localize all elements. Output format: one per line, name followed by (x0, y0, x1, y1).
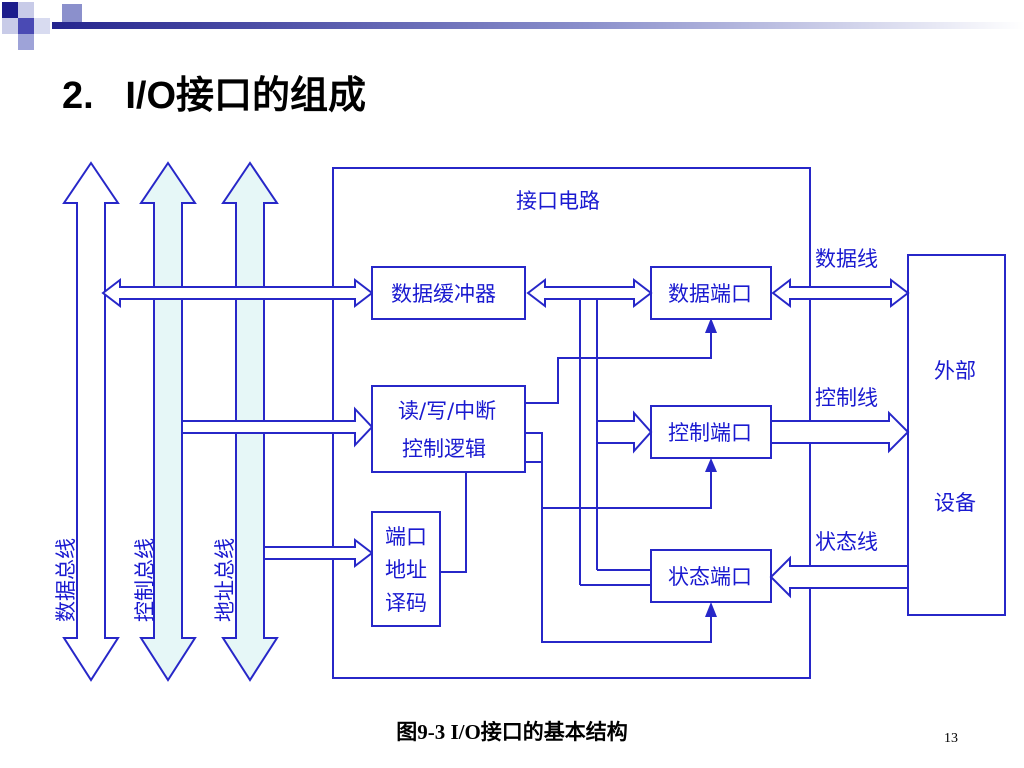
address-bus-label: 地址总线 (213, 538, 237, 622)
status-line-arrow (769, 555, 909, 599)
addr-decode-label-line2: 地址 (385, 558, 427, 582)
data-line-arrow (771, 277, 910, 309)
device-label-line2: 设备 (934, 491, 976, 515)
slide-title: 2. I/O接口的组成 (62, 75, 367, 117)
rw-logic-label-line2: 控制逻辑 (402, 437, 486, 461)
addr-decode-label-line1: 端口 (385, 525, 427, 549)
addr-decode-label-line3: 译码 (385, 591, 427, 615)
device-label-line1: 外部 (934, 359, 976, 383)
control-line-arrow (770, 410, 910, 454)
control-bus-to-logic-arrow (181, 406, 374, 448)
data-port-label: 数据端口 (668, 282, 752, 306)
internal-to-control-port-arrow (596, 410, 653, 454)
top-gradient-bar (52, 22, 1024, 29)
decoder-to-logic-wire (440, 472, 467, 573)
logic-to-data-port-wire (525, 318, 717, 404)
control-port-block (650, 405, 772, 459)
buffer-to-data-port-arrow (526, 277, 653, 309)
figure-caption: 图9-3 I/O接口的基本结构 (396, 720, 628, 744)
page-number: 13 (944, 731, 958, 746)
rw-logic-label-line1: 读/写/中断 (398, 399, 496, 423)
rw-interrupt-logic-block (371, 385, 526, 473)
corner-decoration (2, 2, 82, 50)
control-bus-label: 控制总线 (133, 538, 157, 622)
data-line-label: 数据线 (815, 247, 878, 271)
address-bus-to-decoder-arrow (263, 537, 374, 569)
control-line-label: 控制线 (815, 386, 878, 410)
external-device-block (907, 254, 1006, 616)
control-port-label: 控制端口 (668, 421, 752, 445)
interface-circuit-label: 接口电路 (516, 189, 600, 213)
status-line-label: 状态线 (815, 530, 878, 554)
data-buffer-block (371, 266, 526, 320)
data-bus-label: 数据总线 (54, 538, 78, 622)
data-buffer-label: 数据缓冲器 (391, 282, 496, 306)
logic-to-status-port-wire (525, 461, 717, 643)
status-port-label: 状态端口 (668, 565, 752, 589)
port-address-decoder-block (371, 511, 441, 627)
